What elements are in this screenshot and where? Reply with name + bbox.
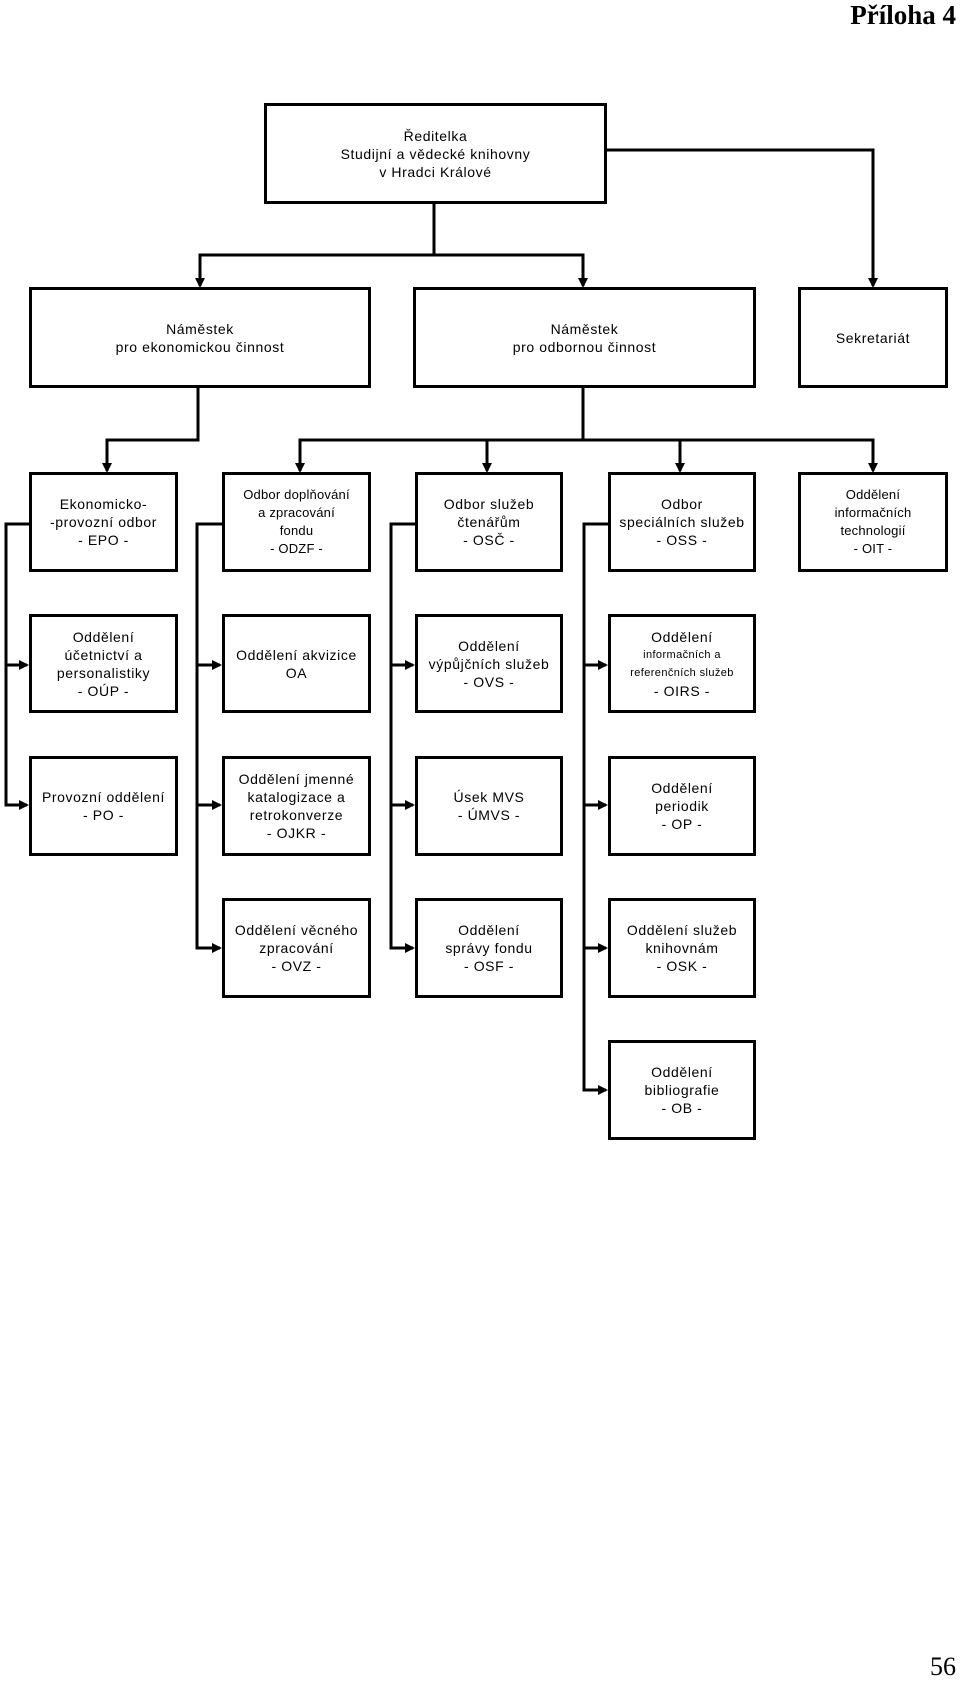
ojkr-line-3: retrokonverze <box>249 807 344 823</box>
odzf-line-1: Odbor doplňování <box>243 487 350 502</box>
connector-director-professional <box>434 253 588 288</box>
osc-line-2: čtenářům <box>457 514 521 530</box>
odzf-line-3: fondu <box>279 523 314 538</box>
oirs-line-4: - OIRS - <box>653 682 711 699</box>
deputy-economic-line-1: Náměstek <box>166 320 234 337</box>
box-oup: Oddělení účetnictví a personalistiky - O… <box>29 614 178 713</box>
director-line-3: v Hradci Králové <box>379 163 492 180</box>
osf-line-1: Oddělení <box>458 922 520 938</box>
page-number: 56 <box>930 1652 956 1681</box>
oss-line-3: - OSS - <box>656 532 708 548</box>
oup-line-2: účetnictví a <box>64 646 143 663</box>
oss-line-1: Odbor <box>661 496 703 512</box>
box-odzf: Odbor doplňování a zpracování fondu - OD… <box>222 472 371 572</box>
director-line-1: Ředitelka <box>403 127 468 144</box>
connector-director-secretariat <box>510 148 878 288</box>
box-umvs: Úsek MVS - ÚMVS - <box>415 756 563 856</box>
po-line-2: - PO - <box>83 807 124 823</box>
ovs-line-3: - OVS - <box>463 673 515 690</box>
oit-line-2: informačních <box>834 505 912 520</box>
box-ob: Oddělení bibliografie - OB - <box>608 1040 756 1140</box>
box-osc: Odbor služeb čtenářům - OSČ - <box>415 472 563 572</box>
ob-line-3: - OB - <box>661 1100 703 1116</box>
umvs-line-2: - ÚMVS - <box>457 807 521 823</box>
box-oirs: Oddělení informačních a referenčních slu… <box>608 614 756 713</box>
ob-line-2: bibliografie <box>644 1082 720 1098</box>
umvs-line-1: Úsek MVS <box>453 789 525 805</box>
box-deputy-professional: Náměstek pro odbornou činnost <box>413 287 756 388</box>
op-line-3: - OP - <box>661 816 703 832</box>
epo-line-2: -provozní odbor <box>49 514 158 530</box>
ovz-line-2: zpracování <box>259 940 334 956</box>
deputy-professional-line-1: Náměstek <box>550 320 619 337</box>
epo-line-1: Ekonomicko- <box>59 496 148 512</box>
box-oss: Odbor speciálních služeb - OSS - <box>608 472 756 572</box>
box-ovz: Oddělení věcného zpracování - OVZ - <box>222 898 371 998</box>
osk-line-1: Oddělení služeb <box>626 922 738 938</box>
osk-line-2: knihovnám <box>645 940 719 956</box>
osf-line-2: správy fondu <box>445 940 533 956</box>
oirs-line-2: informačních a <box>643 648 721 661</box>
ovz-line-3: - OVZ - <box>271 958 322 974</box>
ob-line-1: Oddělení <box>651 1064 713 1080</box>
oirs-line-1: Oddělení <box>651 628 713 645</box>
director-line-2: Studijní a vědecké knihovny <box>340 145 531 162</box>
ovs-line-2: výpůjčních služeb <box>428 655 550 672</box>
box-ojkr: Oddělení jmenné katalogizace a retrokonv… <box>222 756 371 856</box>
connector-director-deputies <box>195 203 436 288</box>
connector-economic-epo <box>102 387 200 473</box>
osc-line-1: Odbor služeb <box>443 496 535 512</box>
oa-line-2: OA <box>285 664 308 681</box>
box-op: Oddělení periodik - OP - <box>608 756 756 856</box>
ojkr-line-4: - OJKR - <box>266 825 327 841</box>
oit-line-1: Oddělení <box>845 487 901 502</box>
box-po: Provozní oddělení - PO - <box>29 756 178 856</box>
osc-line-3: - OSČ - <box>463 532 515 548</box>
oirs-line-3: referenčních služeb <box>630 666 734 679</box>
connector-osc-branch <box>389 522 416 953</box>
box-deputy-economic: Náměstek pro ekonomickou činnost <box>29 287 371 388</box>
box-oa: Oddělení akvizice OA <box>222 614 371 713</box>
deputy-professional-line-2: pro odbornou činnost <box>512 338 657 355</box>
box-director: Ředitelka Studijní a vědecké knihovny v … <box>264 103 607 204</box>
ojkr-line-1: Oddělení jmenné <box>238 771 355 787</box>
connector-oss-branch <box>582 522 610 1095</box>
oup-line-1: Oddělení <box>72 628 135 645</box>
ojkr-line-2: katalogizace a <box>247 789 346 805</box>
box-epo: Ekonomicko- -provozní odbor - EPO - <box>29 472 178 572</box>
box-secretariat: Sekretariát <box>798 287 948 388</box>
oit-line-3: technologií <box>840 523 906 538</box>
box-osf: Oddělení správy fondu - OSF - <box>415 898 563 998</box>
oit-line-4: - OIT - <box>853 541 893 556</box>
ovs-line-1: Oddělení <box>458 637 520 654</box>
deputy-economic-line-2: pro ekonomickou činnost <box>115 338 285 355</box>
epo-line-3: - EPO - <box>78 532 129 548</box>
osf-line-3: - OSF - <box>463 958 515 974</box>
connector-professional-bus <box>295 387 585 473</box>
oup-line-3: personalistiky <box>56 664 151 681</box>
oup-line-4: - OÚP - <box>77 682 130 699</box>
op-line-2: periodik <box>655 798 709 814</box>
connector-odzf-branch <box>195 522 222 953</box>
oss-line-2: speciálních služeb <box>619 514 745 530</box>
odzf-line-4: - ODZF - <box>270 541 323 556</box>
oa-line-1: Oddělení akvizice <box>236 646 357 663</box>
connector-professional-oit <box>583 438 878 473</box>
odzf-line-2: a zpracování <box>258 505 335 520</box>
box-oit: Oddělení informačních technologií - OIT … <box>798 472 948 572</box>
box-osk: Oddělení služeb knihovnám - OSK - <box>608 898 756 998</box>
box-ovs: Oddělení výpůjčních služeb - OVS - <box>415 614 563 713</box>
op-line-1: Oddělení <box>651 780 713 796</box>
page-header: Příloha 4 <box>850 0 956 30</box>
po-line-1: Provozní oddělení <box>41 789 166 805</box>
ovz-line-1: Oddělení věcného <box>234 922 359 938</box>
secretariat-line-1: Sekretariát <box>835 329 911 346</box>
osk-line-3: - OSK - <box>656 958 708 974</box>
